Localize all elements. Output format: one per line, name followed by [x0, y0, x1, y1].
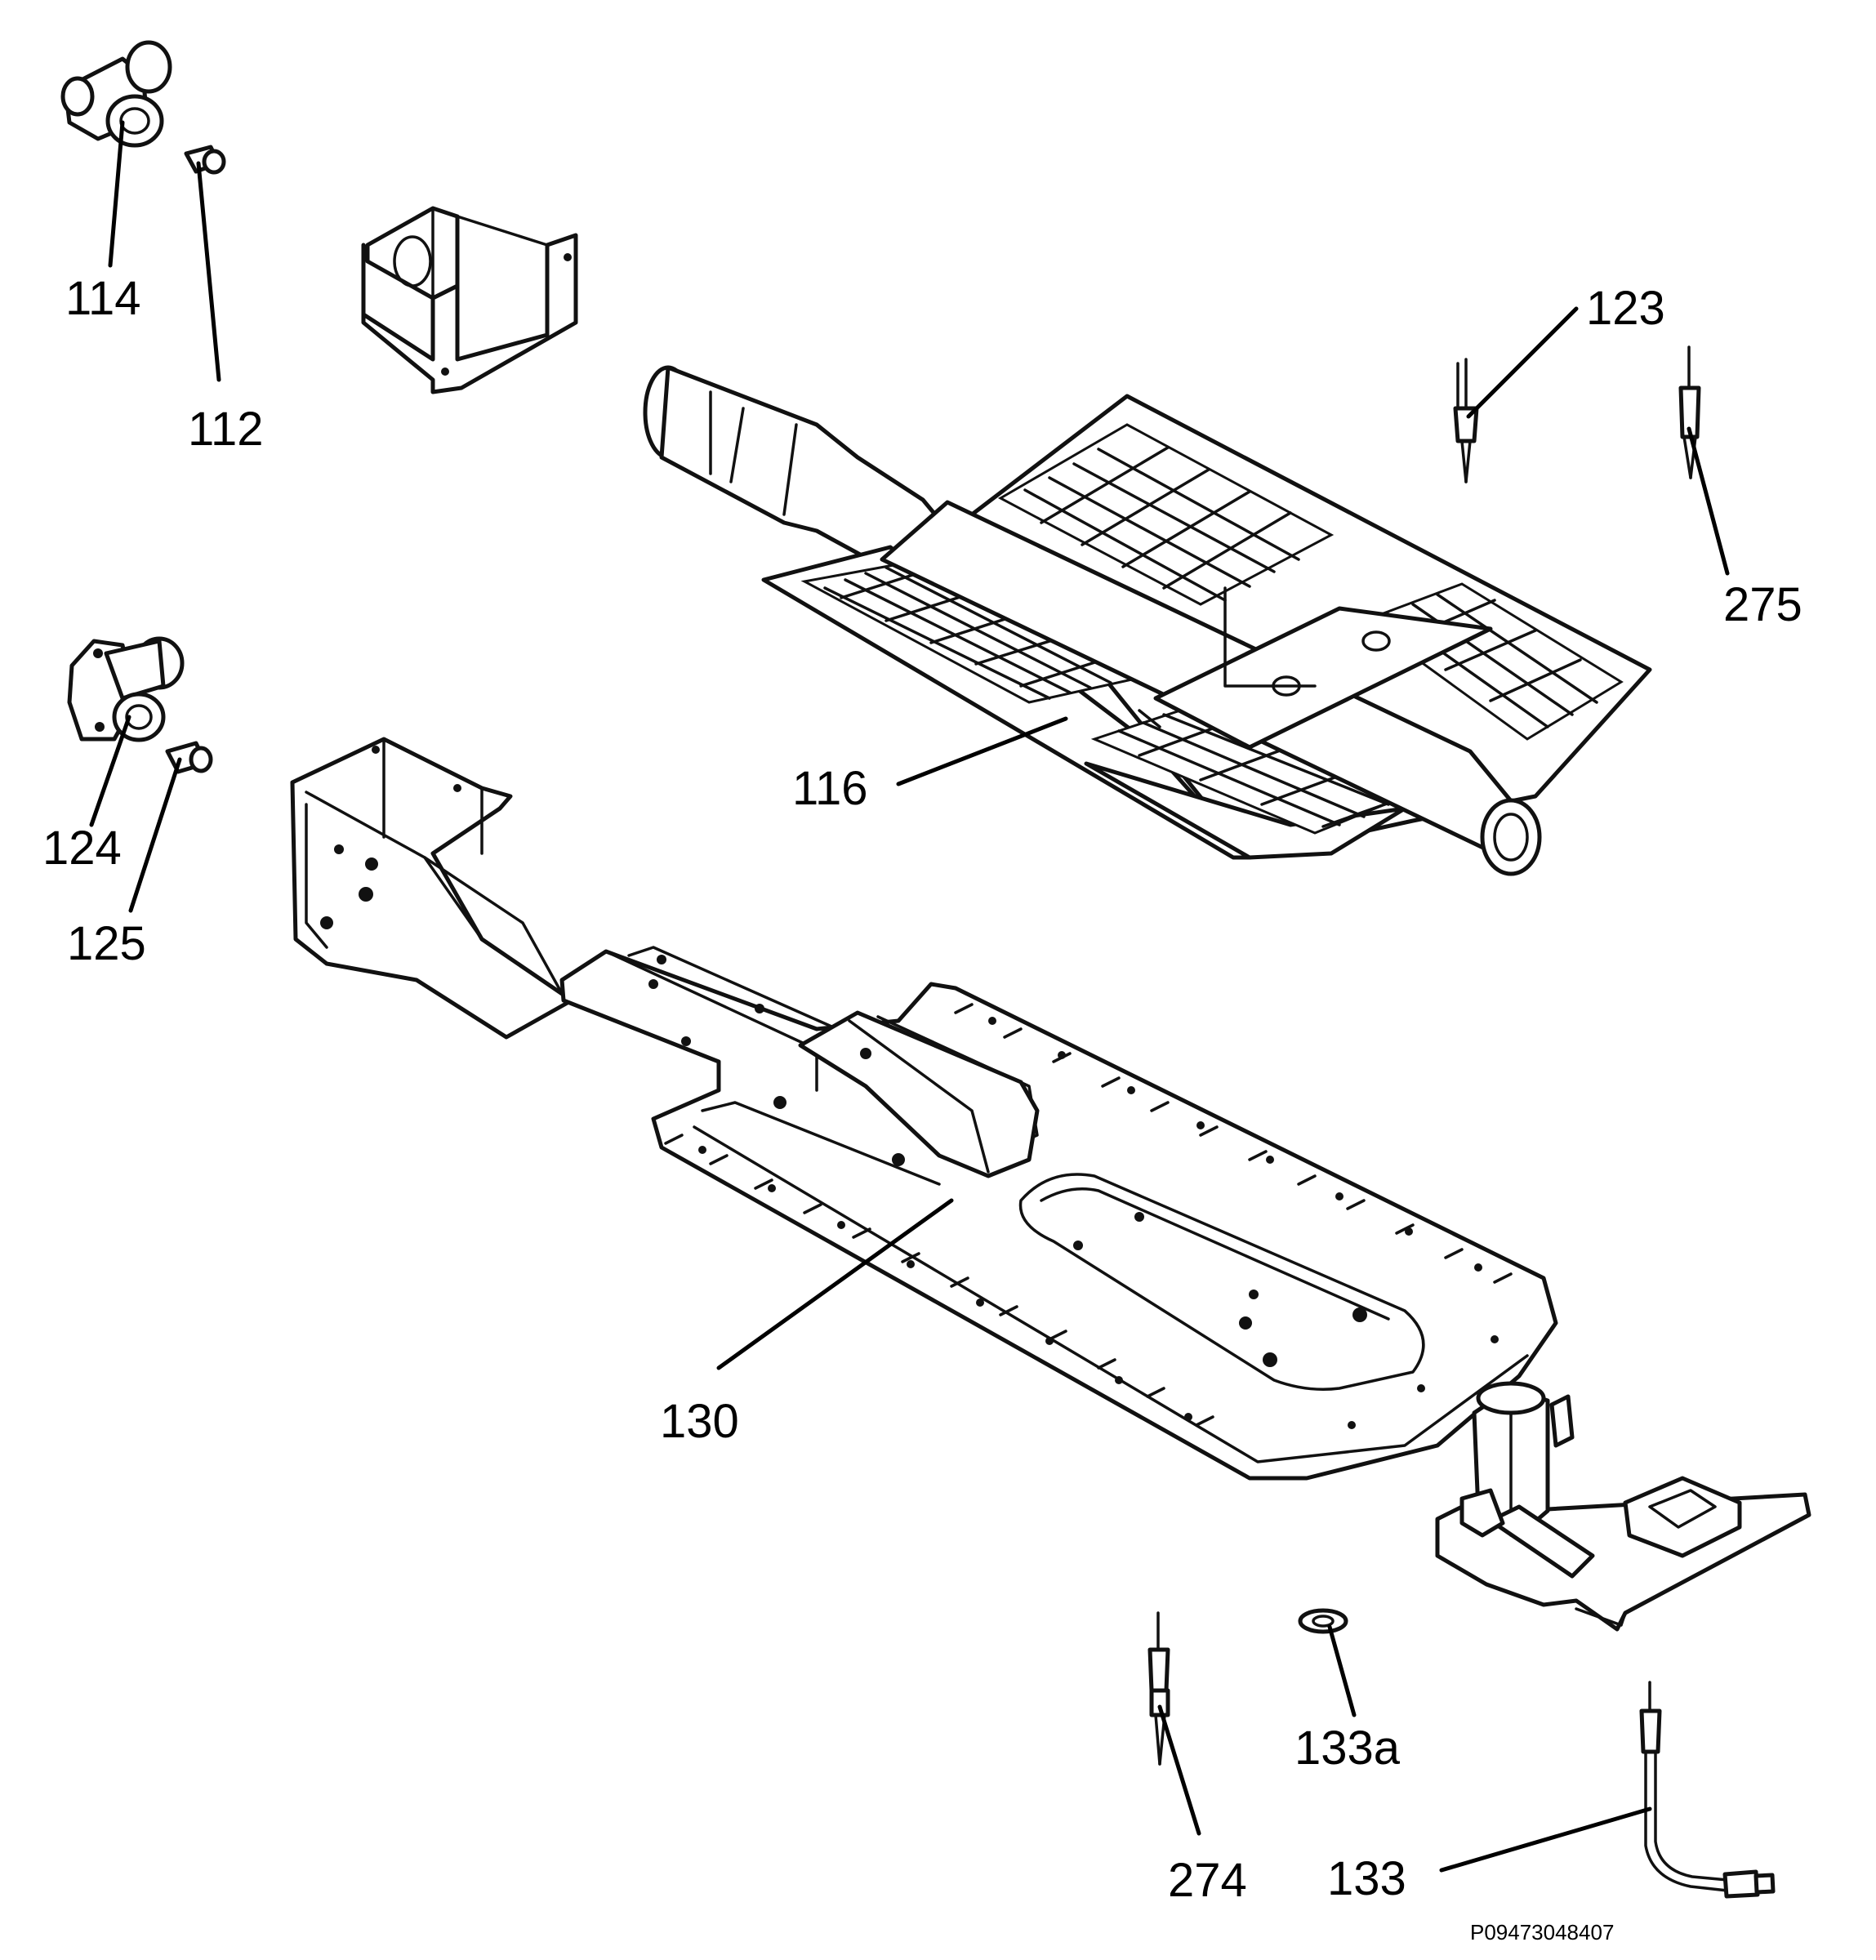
label-133a: 133a: [1294, 1722, 1401, 1775]
label-124: 124: [42, 822, 122, 875]
label-123: 123: [1586, 282, 1665, 335]
part-275-thermocouple: [1678, 345, 1701, 479]
large-bracket: [290, 737, 574, 1040]
label-112: 112: [188, 403, 263, 456]
part-133-thermocouple: [1639, 1681, 1776, 1899]
drawing-code: P09473048407: [1470, 1920, 1614, 1944]
label-116: 116: [792, 762, 867, 815]
label-133: 133: [1327, 1852, 1406, 1905]
label-114: 114: [65, 272, 140, 325]
part-116-burner: [643, 365, 1652, 876]
label-130: 130: [660, 1395, 739, 1448]
leader-lines: [89, 120, 1730, 1873]
label-125: 125: [67, 917, 146, 970]
part-274-electrode: [1147, 1611, 1170, 1766]
part-123-electrode: [1453, 358, 1479, 483]
part-124-valve: [67, 636, 185, 742]
part-114-valve: [60, 40, 172, 148]
label-274: 274: [1168, 1854, 1247, 1907]
top-bracket: [361, 206, 578, 394]
part-112-injector: [184, 145, 226, 175]
part-labels: 114 112 123 275 116 124 125 130 133a 274…: [42, 272, 1802, 1944]
part-130-base-tray: [559, 946, 1558, 1481]
part-125-injector: [165, 741, 213, 774]
label-275: 275: [1723, 578, 1802, 631]
part-133a-washer: [1298, 1608, 1348, 1634]
burner-support: [1435, 1381, 1811, 1632]
